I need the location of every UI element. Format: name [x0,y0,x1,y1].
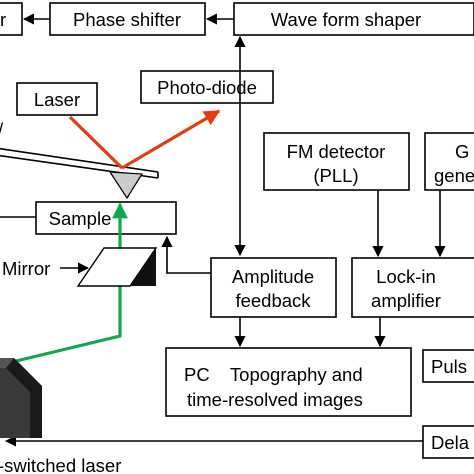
fm-detector-block: FM detector (PLL) [263,132,410,191]
pc-line1: PC Topography and [184,364,363,385]
tip [108,171,144,200]
photo-diode-block: Photo-diode [140,70,274,104]
wave-form-shaper-block: Wave form shaper [233,2,474,36]
laser-label: Laser [34,89,80,110]
lockin-block: Lock-in amplifier [351,257,474,318]
cut-slash: / [0,119,4,140]
fm-detector-line1: FM detector [287,141,386,162]
delay-block: Dela [422,425,474,459]
cantilever [0,147,159,200]
amplitude-line1: Amplitude [232,266,314,287]
phase-shifter-label: Phase shifter [73,9,181,30]
laser-beam-incident [68,115,124,170]
pc-line2: time-resolved images [187,389,363,410]
svg-text:r: r [0,9,6,30]
generator-block: G gene [424,132,474,191]
pulse-label: Puls [431,356,467,377]
mirror [76,247,158,287]
pc-block: PC Topography and time-resolved images [165,347,412,417]
arrow-amplitude-to-sample [161,235,211,274]
photo-diode-label: Photo-diode [157,77,257,98]
generator-line1: G [455,141,469,162]
sample-block: Sample [35,201,177,235]
amplitude-line2: feedback [235,290,311,311]
phase-shifter-block: Phase shifter [49,2,206,36]
fm-detector-line2: (PLL) [313,165,358,186]
sample-label: Sample [49,208,112,229]
generator-line2: gene [434,165,474,186]
laser-block: Laser [16,82,98,116]
amplitude-feedback-block: Amplitude feedback [210,257,337,318]
left-cut-box: r [0,2,23,36]
laser-beam-reflected [121,109,221,170]
lockin-line1: Lock-in [376,266,436,287]
lockin-line2: amplifier [371,290,441,311]
pulse-block: Puls [422,349,474,383]
mirror-label: Mirror [2,258,50,279]
q-switched-laser-label: -switched laser [0,455,121,474]
wave-form-shaper-label: Wave form shaper [271,9,421,30]
q-switched-laser-body [0,358,42,438]
delay-label: Dela [431,432,470,453]
